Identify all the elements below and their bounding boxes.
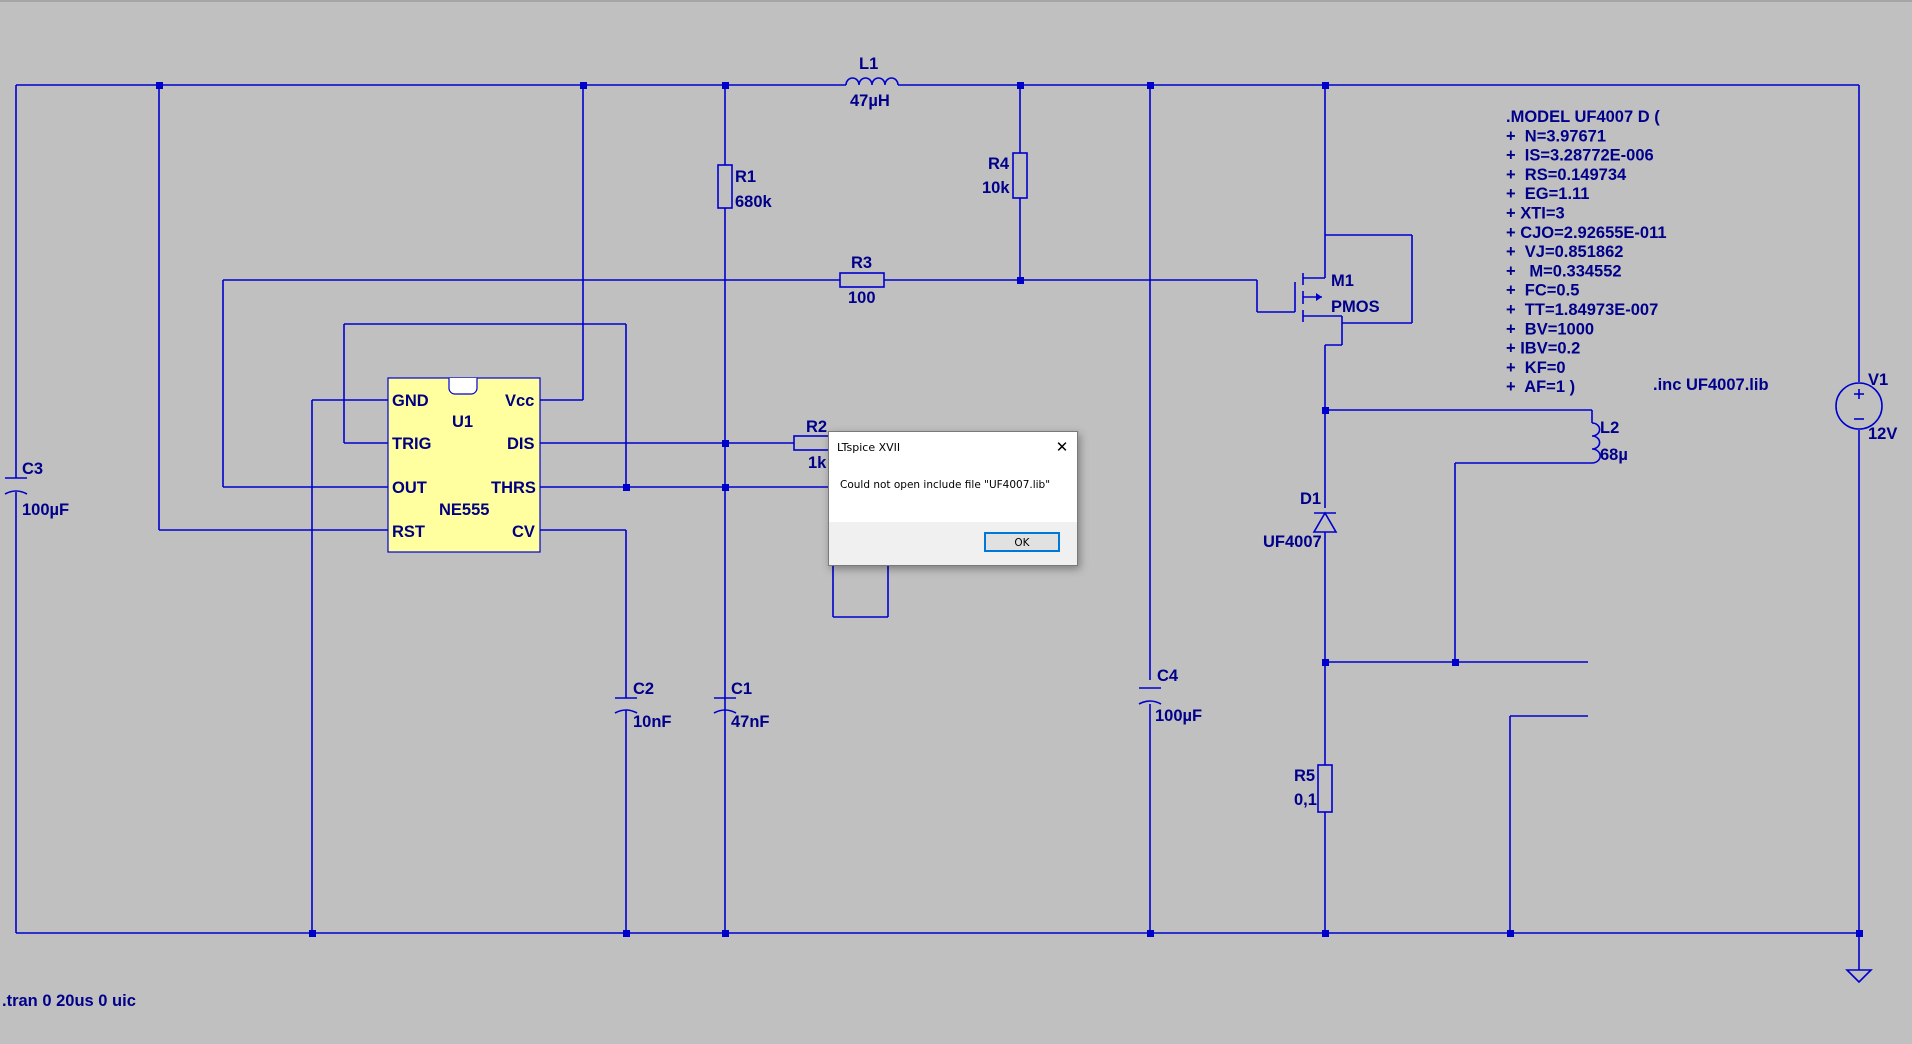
dialog-message: Could not open include file "UF4007.lib": [840, 479, 1051, 491]
junction-dots: [156, 82, 1863, 937]
dialog-title: LTspice XVII: [837, 441, 901, 454]
l2-ref: L2: [1600, 419, 1619, 437]
include-directive[interactable]: .inc UF4007.lib: [1653, 376, 1769, 394]
r3-ref: R3: [851, 254, 872, 272]
model-line: + XTI=3: [1506, 205, 1565, 223]
capacitor-c2[interactable]: C2 10nF: [614, 680, 672, 731]
resistor-r1[interactable]: R1 680k: [717, 164, 773, 211]
r1-ref: R1: [735, 168, 756, 186]
ground-icon: [1845, 969, 1873, 984]
resistor-r2[interactable]: R2 1k: [793, 418, 835, 472]
pin-vcc-label: Vcc: [505, 392, 534, 410]
model-line: + KF=0: [1506, 359, 1566, 377]
model-line: + VJ=0.851862: [1506, 243, 1623, 261]
pin-cv-label: CV: [512, 523, 535, 541]
pin-trig-label: TRIG: [392, 435, 431, 453]
model-line: .MODEL UF4007 D (: [1506, 108, 1660, 126]
u1-value: NE555: [439, 501, 489, 519]
c2-value: 10nF: [633, 713, 672, 731]
c2-ref: C2: [633, 680, 654, 698]
model-line: + CJO=2.92655E-011: [1506, 224, 1667, 242]
pin-rst-label: RST: [392, 523, 425, 541]
r5-value: 0,1: [1294, 791, 1317, 809]
pin-out-label: OUT: [392, 479, 427, 497]
ok-button[interactable]: OK: [984, 532, 1060, 552]
pin-gnd-label: GND: [392, 392, 429, 410]
model-line: + TT=1.84973E-007: [1506, 301, 1658, 319]
model-line: + RS=0.149734: [1506, 166, 1627, 184]
inductor-l1[interactable]: L1 47µH: [845, 55, 899, 110]
v1-value: 12V: [1868, 425, 1897, 443]
v1-ref: V1: [1868, 371, 1888, 389]
resistor-r3[interactable]: R3 100: [839, 254, 885, 307]
model-line: + FC=0.5: [1506, 282, 1579, 300]
r4-value: 10k: [982, 179, 1010, 197]
l1-value: 47µH: [850, 92, 890, 110]
capacitor-c4[interactable]: C4 100µF: [1138, 667, 1202, 725]
model-directive[interactable]: .MODEL UF4007 D (+ N=3.97671 + IS=3.28772…: [1506, 108, 1667, 396]
voltage-source-v1[interactable]: V1 12V: [1835, 371, 1897, 443]
l2-value: 68µ: [1600, 446, 1628, 464]
error-dialog: LTspice XVII ✕ Could not open include fi…: [828, 431, 1078, 566]
c3-ref: C3: [22, 460, 43, 478]
model-line: + M=0.334552: [1506, 262, 1622, 280]
model-line: + IS=3.28772E-006: [1506, 147, 1654, 165]
model-line: + BV=1000: [1506, 320, 1594, 338]
capacitor-c3[interactable]: C3 100µF: [4, 460, 69, 519]
pin-dis-label: DIS: [507, 435, 535, 453]
c3-value: 100µF: [22, 501, 69, 519]
capacitor-c1[interactable]: C1 47nF: [713, 680, 770, 731]
r3-value: 100: [848, 289, 876, 307]
c1-ref: C1: [731, 680, 752, 698]
m1-ref: M1: [1331, 272, 1354, 290]
m1-value: PMOS: [1331, 298, 1380, 316]
c4-value: 100µF: [1155, 707, 1202, 725]
model-line: + IBV=0.2: [1506, 340, 1580, 358]
model-line: + AF=1 ): [1506, 378, 1575, 396]
ic-ne555-u1[interactable]: GND Vcc U1 TRIG DIS OUT THRS NE555 RST C…: [387, 377, 541, 553]
pin-thrs-label: THRS: [491, 479, 536, 497]
l1-ref: L1: [859, 55, 878, 73]
model-line: + EG=1.11: [1506, 185, 1589, 203]
dialog-body: Could not open include file "UF4007.lib": [829, 462, 1077, 522]
resistor-r4[interactable]: R4 10k: [982, 152, 1028, 199]
u1-ref: U1: [452, 413, 473, 431]
r5-ref: R5: [1294, 767, 1315, 785]
diode-d1[interactable]: D1 UF4007: [1263, 490, 1338, 551]
r2-ref: R2: [806, 418, 827, 436]
close-icon[interactable]: ✕: [1055, 438, 1069, 456]
tran-directive[interactable]: .tran 0 20us 0 uic: [2, 992, 136, 1010]
model-line: + N=3.97671: [1506, 127, 1606, 145]
r2-value: 1k: [808, 454, 827, 472]
r4-ref: R4: [988, 155, 1010, 173]
dialog-titlebar[interactable]: LTspice XVII ✕: [829, 432, 1077, 462]
c4-ref: C4: [1157, 667, 1179, 685]
mosfet-m1[interactable]: M1 PMOS: [1294, 235, 1380, 346]
d1-ref: D1: [1300, 490, 1321, 508]
resistor-r5[interactable]: R5 0,1: [1294, 764, 1333, 813]
wires: [15, 84, 1860, 970]
r1-value: 680k: [735, 193, 773, 211]
c1-value: 47nF: [731, 713, 770, 731]
d1-value: UF4007: [1263, 533, 1322, 551]
inductor-l2[interactable]: L2 68µ: [1591, 419, 1628, 464]
